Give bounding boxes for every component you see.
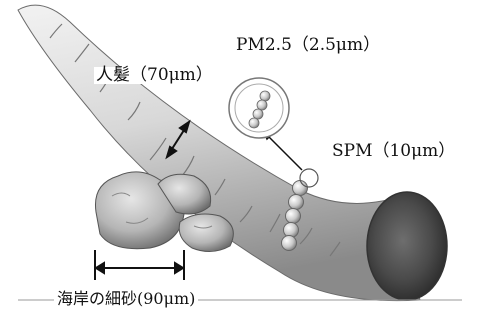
sand-width-dimension [94,250,185,280]
hair-cross-section [366,191,448,301]
spm-particle-chain [281,180,308,251]
pm25-magnified-circle [228,77,290,139]
sand-label: 海岸の細砂(90μm) [54,291,199,307]
sand-grains [94,171,234,252]
magnify-arrow [262,129,303,171]
hair-label: 人髪（70μm） [94,65,215,85]
spm-label: SPM（10μm） [332,141,456,161]
spm-highlight-ring [299,168,319,188]
pm25-label: PM2.5（2.5μm） [236,35,381,55]
hair-diameter-arrow [165,119,191,160]
hair-cuticle-marks [49,23,341,257]
